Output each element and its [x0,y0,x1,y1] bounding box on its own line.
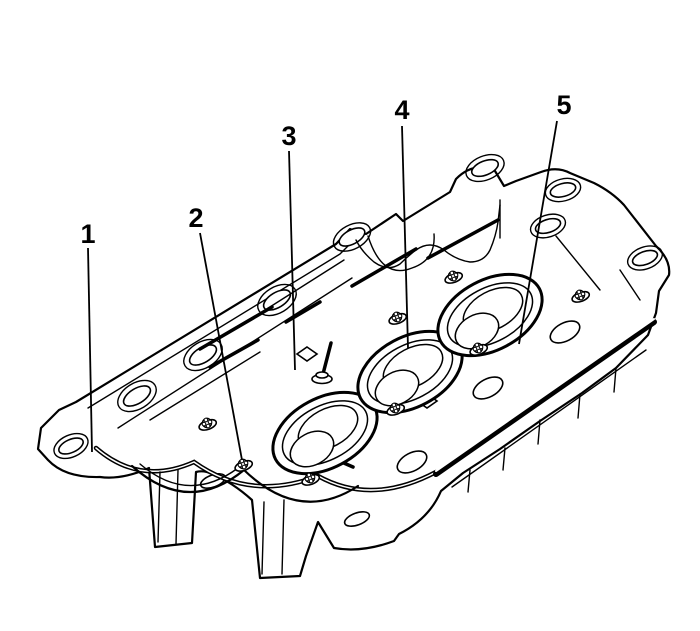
cover-bolts [198,270,591,486]
gasket-channel [93,445,439,493]
cover-bolt [469,342,489,356]
cover-bolt [571,289,591,303]
callout-4-label: 4 [394,95,409,125]
cover-bolt [198,417,218,431]
callout-3-label: 3 [281,121,296,151]
cover-cavity-detail [355,199,641,301]
cover-bolt [234,458,254,472]
callout-5-label: 5 [556,90,571,120]
cover-bolt [444,270,464,284]
spark-plug-tube-seal-1 [271,390,379,476]
callout-3-leader [288,150,296,371]
gasket-rail-right [396,318,657,488]
callout-2-leader [199,232,243,461]
camshaft-cover-drawing [36,153,671,580]
callout-4-leader [401,125,409,349]
callout-2-label: 2 [188,203,203,233]
callout-1-leader [87,247,93,453]
cover-bolt [386,402,406,416]
callout-5-leader [518,120,558,345]
callout-1-label: 1 [80,219,95,249]
spark-plug-tube-seal-2 [356,329,464,415]
front-wall [130,367,617,575]
spark-plug-tube-seal-3 [436,272,544,358]
cover-bolt-raised [311,341,333,385]
callouts: 1 2 3 4 5 [80,90,572,461]
cover-bolt [301,472,321,486]
cover-bolt [388,311,408,325]
